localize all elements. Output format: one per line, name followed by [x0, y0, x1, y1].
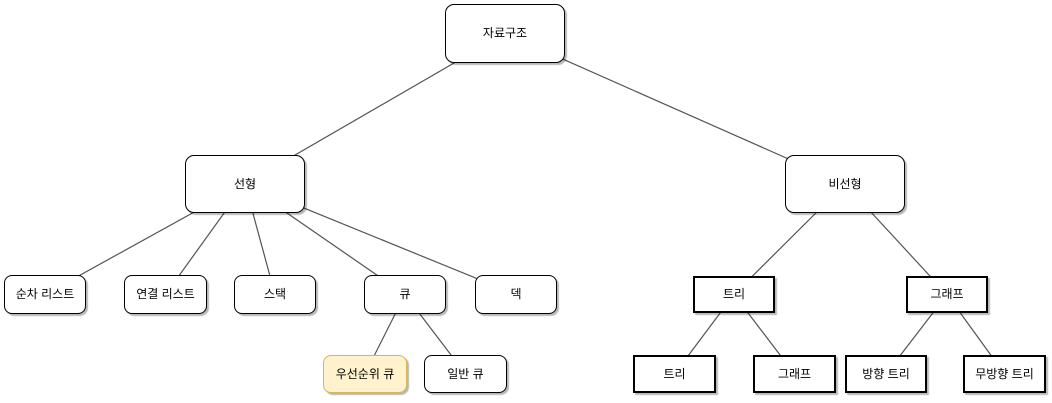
node-label: 선형: [233, 176, 257, 191]
node-sequential-list[interactable]: 순차 리스트: [4, 275, 86, 314]
node-label: 트리: [663, 366, 686, 381]
node-label: 스택: [263, 287, 287, 302]
node-graph-sub[interactable]: 그래프: [753, 355, 836, 393]
node-nonlinear[interactable]: 비선형: [785, 155, 905, 213]
node-directed-tree[interactable]: 방향 트리: [845, 355, 927, 393]
node-linear[interactable]: 선형: [185, 155, 305, 213]
node-linked-list[interactable]: 연결 리스트: [124, 275, 207, 314]
node-label: 덱: [510, 287, 522, 302]
node-tree-sub[interactable]: 트리: [633, 355, 716, 393]
node-stack[interactable]: 스택: [234, 275, 316, 314]
node-label: 방향 트리: [862, 366, 910, 381]
node-priority-queue[interactable]: 우선순위 큐: [323, 355, 407, 393]
node-graph[interactable]: 그래프: [906, 276, 988, 313]
node-deque[interactable]: 덱: [475, 275, 557, 314]
node-undirected-tree[interactable]: 무방향 트리: [963, 355, 1046, 393]
node-label: 순차 리스트: [15, 287, 75, 302]
node-normal-queue[interactable]: 일반 큐: [424, 355, 507, 393]
node-label: 연결 리스트: [136, 287, 195, 302]
node-label: 일반 큐: [447, 366, 484, 381]
node-label: 우선순위 큐: [335, 366, 395, 381]
node-queue[interactable]: 큐: [364, 275, 446, 314]
node-label: 무방향 트리: [975, 366, 1034, 381]
node-label: 트리: [722, 287, 746, 302]
node-label: 그래프: [777, 366, 812, 381]
node-label: 그래프: [930, 287, 964, 302]
node-label: 비선형: [828, 176, 862, 191]
node-root[interactable]: 자료구조: [445, 4, 565, 63]
node-label: 큐: [399, 287, 411, 302]
node-tree[interactable]: 트리: [693, 276, 775, 313]
node-label: 자료구조: [482, 26, 528, 41]
